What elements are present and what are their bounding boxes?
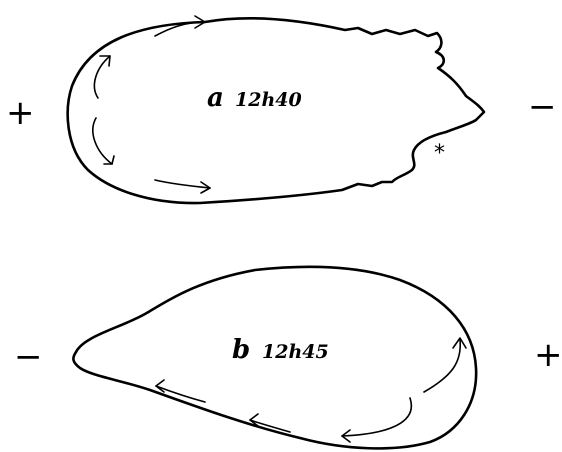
arrow-a-upper-left-head [99,55,111,67]
arrow-b-right-up-head [452,337,467,349]
cell-b-outline [72,265,478,450]
panel-b-left-sign: − [14,337,43,377]
arrow-b-right-up [423,339,462,393]
panel-b-letter: b [232,335,250,365]
cell-a-outline [66,16,486,205]
panel-a-letter: a [207,83,224,113]
arrow-a-lower-left-head [103,155,115,165]
arrow-a-bottom-right [154,179,211,189]
panel-a-marker: * [434,141,445,166]
arrow-a-top-right [154,21,206,37]
arrow-a-bottom-right-head [200,181,211,194]
panel-b: b 12h45 − + [14,265,562,450]
arrow-b-bottom-left [155,385,206,403]
arrow-b-bottom-right-head [341,429,351,443]
arrow-b-bottom-left-head [155,379,165,393]
arrow-b-bottom-right [341,397,413,437]
arrow-a-top-right-head [194,15,206,29]
panel-a-left-sign: + [6,93,35,133]
arrow-a-lower-left [92,117,113,165]
panel-b-right-sign: + [534,335,562,375]
panel-a-time: 12h40 [235,89,302,111]
panel-a-right-sign: − [528,87,557,127]
panel-a: a 12h40 * + − [6,15,557,205]
panel-b-time: 12h45 [262,341,329,363]
arrow-b-bottom-middle [249,419,291,433]
arrow-b-bottom-middle-head [249,413,259,427]
arrow-a-upper-left [93,55,111,99]
